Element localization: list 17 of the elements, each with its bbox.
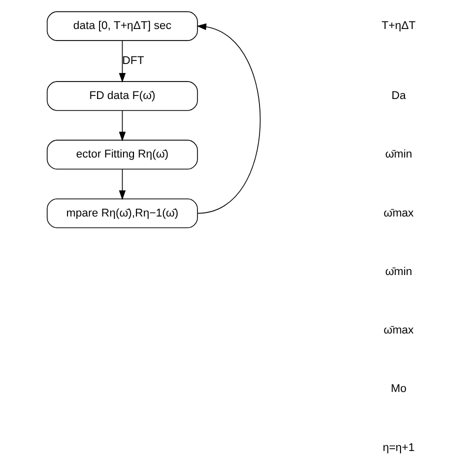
label: ω̄min [385, 148, 412, 161]
label: ω̄min [385, 266, 412, 278]
label: T+ηΔT [382, 20, 416, 32]
edge-label: DFT [122, 55, 144, 68]
arrow [118, 110, 126, 142]
arrow [118, 168, 126, 200]
arrow [196, 23, 261, 214]
label: ω̄max [384, 207, 414, 220]
node-box: mpare Rη(ω̄),Rη−1(ω̄) [46, 198, 198, 228]
label: Mo [390, 383, 406, 396]
node-box: data [0, T+ηΔT] sec [46, 11, 198, 41]
node-box: FD data F(ω̄) [46, 81, 198, 111]
label: Da [391, 90, 406, 102]
arrow [118, 40, 126, 83]
node-box: ector Fitting Rη(ω̄) [46, 140, 198, 170]
label: η=η+1 [382, 442, 415, 454]
label: ω̄max [384, 324, 414, 337]
